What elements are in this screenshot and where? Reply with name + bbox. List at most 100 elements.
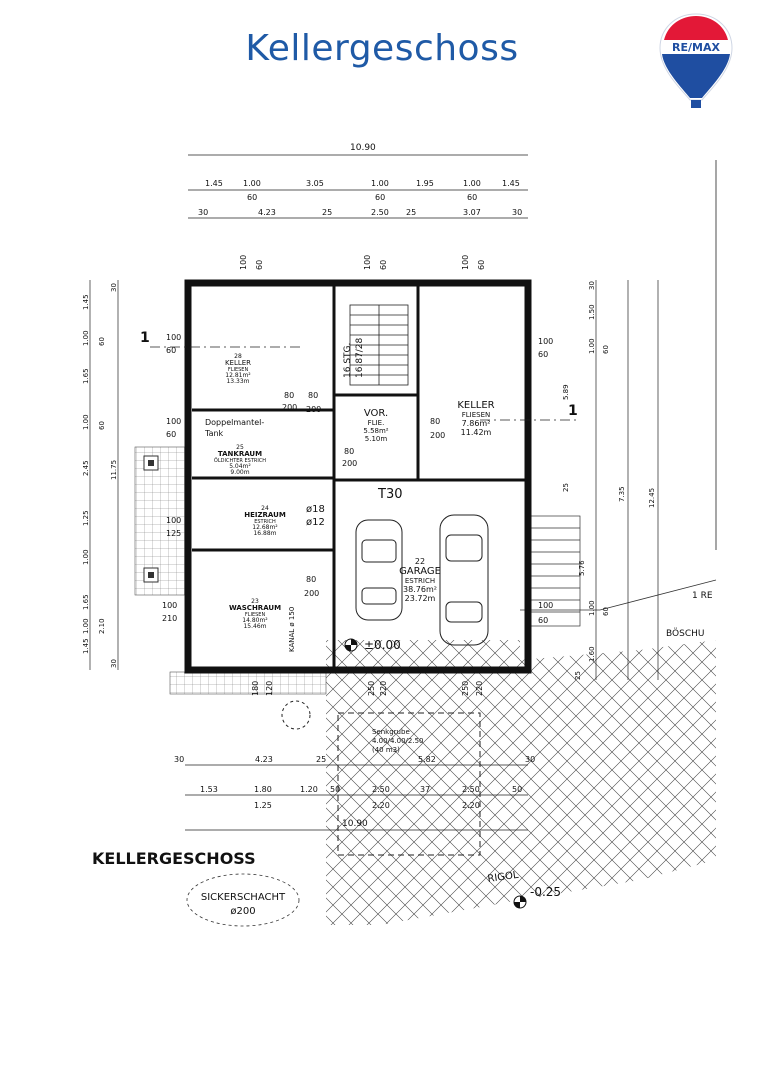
- outside-stairs: [527, 515, 581, 627]
- svg-text:TANKRAUM: TANKRAUM: [218, 450, 262, 458]
- svg-text:5.82: 5.82: [418, 755, 436, 764]
- svg-text:Doppelmantel-: Doppelmantel-: [205, 418, 264, 427]
- svg-text:1.45: 1.45: [82, 294, 90, 310]
- svg-text:KELLER: KELLER: [225, 359, 251, 367]
- svg-text:13.33m: 13.33m: [226, 378, 249, 385]
- svg-text:1.45: 1.45: [502, 179, 520, 188]
- svg-text:37: 37: [420, 785, 430, 794]
- svg-text:5.89: 5.89: [562, 384, 570, 400]
- svg-text:4.23: 4.23: [258, 208, 276, 217]
- senkgrube-outline: [337, 712, 481, 856]
- svg-text:30: 30: [110, 659, 118, 668]
- svg-text:7.35: 7.35: [618, 486, 626, 502]
- plan-title: KELLERGESCHOSS: [92, 849, 256, 868]
- svg-text:2.20: 2.20: [462, 801, 480, 810]
- svg-text:22: 22: [415, 557, 425, 566]
- svg-text:100: 100: [461, 255, 470, 270]
- svg-text:2.20: 2.20: [372, 801, 390, 810]
- svg-text:200: 200: [304, 589, 319, 598]
- svg-text:5.76: 5.76: [578, 560, 586, 576]
- room-keller-left: 28 KELLER FLIESEN 12.81m² 13.33m: [225, 353, 251, 385]
- svg-text:100: 100: [538, 337, 553, 346]
- svg-text:11.42m: 11.42m: [461, 428, 492, 437]
- remax-logo-text: RE/MAX: [672, 41, 720, 54]
- svg-text:100: 100: [538, 601, 553, 610]
- svg-text:Tank: Tank: [204, 429, 224, 438]
- section-marker-right: 1: [568, 403, 578, 419]
- svg-text:100: 100: [166, 333, 181, 342]
- svg-text:24: 24: [261, 505, 269, 512]
- svg-text:ø200: ø200: [230, 906, 255, 917]
- car-right: [439, 514, 489, 646]
- room-tankraum: 25 TANKRAUM ÖLDICHTER ESTRICH 5.04m² 9.0…: [214, 444, 266, 476]
- svg-text:80: 80: [284, 391, 294, 400]
- svg-text:200: 200: [282, 403, 297, 412]
- svg-text:120: 120: [265, 681, 274, 696]
- opening-labels: 100 60 100 60 100 60 100 60 100 60 100 6…: [162, 255, 553, 696]
- svg-text:9.00m: 9.00m: [230, 469, 249, 476]
- dim-right: 30 1.50 1.00 60 5.89 25 7.35 5.76 1.00 6…: [562, 281, 656, 680]
- svg-text:FLIESEN: FLIESEN: [228, 367, 249, 373]
- svg-text:25: 25: [574, 671, 582, 680]
- svg-text:100: 100: [162, 601, 177, 610]
- svg-text:250: 250: [461, 681, 470, 696]
- door-t30-label: T30: [377, 487, 402, 502]
- svg-text:100: 100: [166, 516, 181, 525]
- svg-text:60: 60: [602, 607, 610, 616]
- svg-text:60: 60: [166, 346, 176, 355]
- svg-text:SICKERSCHACHT: SICKERSCHACHT: [201, 892, 286, 903]
- tiled-area-bottom: [169, 671, 327, 695]
- svg-text:1.00: 1.00: [243, 179, 261, 188]
- svg-text:1.00: 1.00: [82, 330, 90, 346]
- svg-text:5.04m²: 5.04m²: [229, 463, 251, 470]
- svg-text:30: 30: [512, 208, 522, 217]
- svg-text:2.10: 2.10: [98, 618, 106, 634]
- svg-text:200: 200: [342, 459, 357, 468]
- svg-text:125: 125: [166, 529, 181, 538]
- svg-text:11.75: 11.75: [110, 460, 118, 480]
- svg-text:4.00/4.00/2.50: 4.00/4.00/2.50: [372, 737, 423, 745]
- svg-text:14.80m²: 14.80m²: [242, 617, 268, 624]
- svg-text:15.46m: 15.46m: [243, 623, 266, 630]
- svg-text:(40 m3): (40 m3): [372, 746, 400, 754]
- room-doppelmantel-tank: Doppelmantel- Tank: [204, 418, 264, 438]
- svg-text:60: 60: [166, 430, 176, 439]
- svg-text:FLIE.: FLIE.: [368, 419, 385, 427]
- svg-text:12.68m²: 12.68m²: [252, 524, 278, 531]
- dimension-lines: [89, 154, 659, 831]
- svg-text:50: 50: [330, 785, 340, 794]
- dim-top-row2: 1.45 1.00 3.05 1.00 1.95 1.00 1.45 60 60…: [205, 179, 520, 202]
- svg-text:50: 50: [512, 785, 522, 794]
- svg-text:2.50: 2.50: [462, 785, 480, 794]
- svg-text:1.00: 1.00: [463, 179, 481, 188]
- svg-text:220: 220: [379, 681, 388, 696]
- svg-text:60: 60: [477, 260, 486, 270]
- svg-text:1.25: 1.25: [82, 510, 90, 526]
- svg-text:25: 25: [406, 208, 416, 217]
- dim-top-row3: 30 4.23 25 2.50 25 3.07 30: [198, 208, 522, 217]
- svg-text:2.50: 2.50: [371, 208, 389, 217]
- svg-text:28: 28: [234, 353, 242, 360]
- kanal-label: KANAL ø 150: [288, 607, 296, 652]
- svg-text:1.45: 1.45: [205, 179, 223, 188]
- level-outside-label: -0.25: [530, 885, 561, 899]
- dim-left: 30 1.45 1.00 60 1.65 1.00 60 2.45 1.25 1…: [82, 283, 118, 668]
- room-heizraum: 24 HEIZRAUM ESTRICH 12.68m² 16.88m: [244, 505, 286, 537]
- svg-text:16.88m: 16.88m: [253, 530, 276, 537]
- room-waschraum: 23 WASCHRAUM FLIESEN 14.80m² 15.46m: [229, 598, 281, 630]
- svg-text:1.60: 1.60: [588, 646, 596, 662]
- svg-text:80: 80: [344, 447, 354, 456]
- svg-text:1.00: 1.00: [588, 600, 596, 616]
- svg-text:25: 25: [322, 208, 332, 217]
- dim-bottom-overall: 10.90: [342, 819, 368, 829]
- svg-text:30: 30: [174, 755, 184, 764]
- svg-text:1.25: 1.25: [254, 801, 272, 810]
- pipe-label-12: ø12: [306, 517, 325, 528]
- svg-text:80: 80: [430, 417, 440, 426]
- svg-text:1.00: 1.00: [82, 618, 90, 634]
- svg-text:180: 180: [251, 681, 260, 696]
- svg-text:100: 100: [239, 255, 248, 270]
- svg-text:60: 60: [375, 193, 385, 202]
- interior-stair: [349, 304, 409, 386]
- svg-text:220: 220: [475, 681, 484, 696]
